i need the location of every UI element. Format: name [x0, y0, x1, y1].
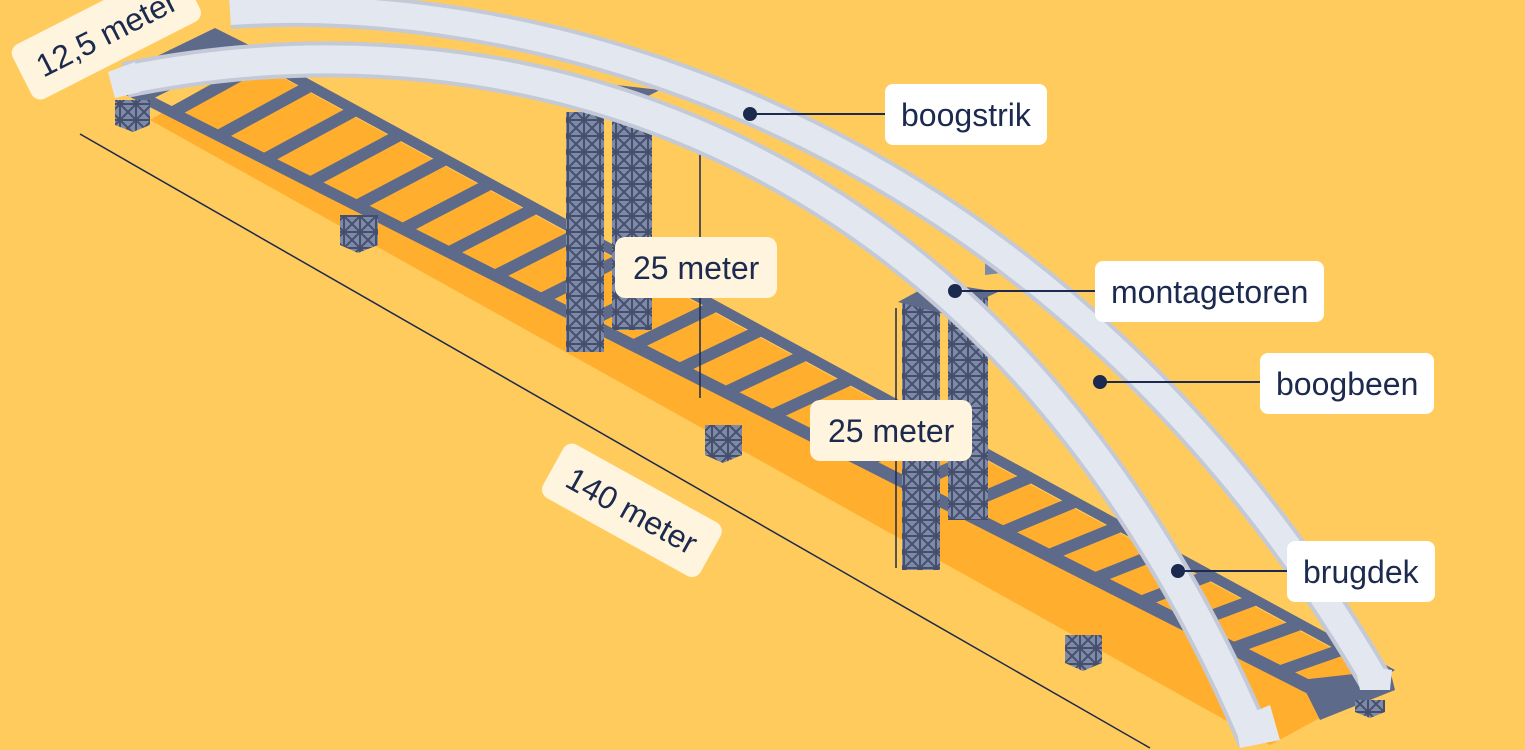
deck-crossbeam: [214, 80, 313, 142]
deck-crossbeam: [1045, 520, 1123, 561]
support-pier: [115, 100, 150, 132]
deck-crossbeam: [399, 178, 493, 235]
arch-leg-label: boogbeen: [1260, 353, 1435, 414]
arch-front-highlight: [122, 45, 1268, 746]
tower-height-label-1: 25 meter: [615, 237, 778, 298]
deck-crossbeam: [491, 227, 583, 282]
support-pier: [705, 425, 742, 463]
length-dimension-line: [79, 133, 1151, 749]
deck-supports: [115, 100, 1385, 718]
deck-inner-girder: [215, 34, 1395, 676]
deck-crossbeam: [1276, 642, 1347, 678]
arch-foot-left: [108, 62, 140, 98]
bridge-deck-label: brugdek: [1287, 541, 1435, 602]
deck-crossbeam: [352, 154, 448, 212]
deck-crossbeam: [260, 105, 358, 166]
tower-height-label-2: 25 meter: [810, 400, 973, 461]
deck-crossbeam: [768, 374, 853, 422]
deck-crossbeam: [999, 496, 1078, 538]
deck-crossbeam: [630, 300, 718, 352]
arch-tie-label: boogstrik: [885, 84, 1047, 145]
deck-crossbeam: [722, 349, 808, 398]
arch: [108, 0, 1392, 748]
support-pier: [1065, 635, 1102, 671]
assembly-tower-label: montagetoren: [1095, 261, 1325, 322]
deck-crossbeam: [445, 202, 538, 259]
arch-foot-right: [1235, 705, 1280, 748]
deck-outer-girder: [120, 85, 1330, 700]
leader-lines: [743, 107, 1287, 578]
arch-rear-highlight: [229, 0, 1387, 687]
deck-crossbeam: [306, 129, 403, 189]
arch-foot-right-rear: [1355, 665, 1392, 690]
support-pier: [340, 215, 378, 253]
deck-crossbeam: [1230, 618, 1303, 655]
deck-crossbeam: [676, 325, 763, 375]
support-pier: [1355, 700, 1385, 718]
